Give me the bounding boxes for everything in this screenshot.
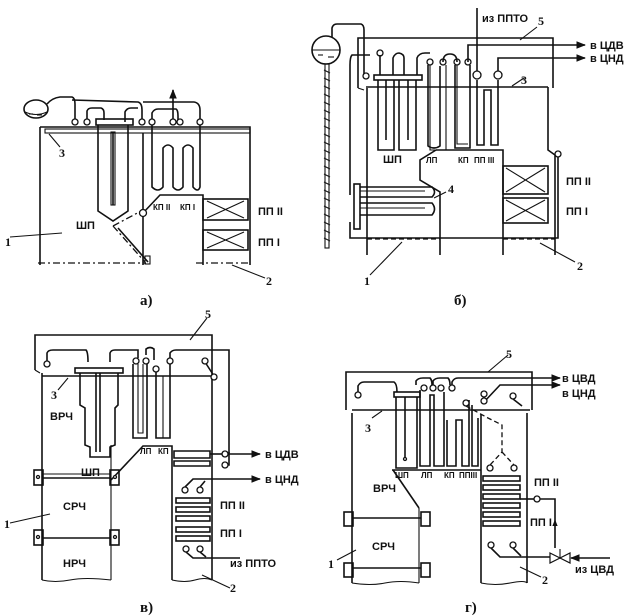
label-2: 2: [577, 259, 583, 273]
caption-a: а): [140, 293, 153, 309]
valve-icon: [549, 549, 571, 564]
label-conv: КП: [158, 447, 169, 456]
label-screen-sh: ШП: [81, 467, 100, 479]
label-reheat-1: ПП I: [258, 237, 280, 249]
label-1: 1: [364, 274, 370, 288]
label-screen-sh: ШП: [395, 471, 409, 480]
label-1: 1: [4, 517, 10, 531]
label-to-cdv: в ЦДВ: [265, 449, 299, 461]
label-mid-rad: СРЧ: [372, 541, 395, 553]
label-reheat-2: ПП II: [534, 477, 559, 489]
panel-g: 5 в ЦВД в ЦНД 3 ШП ЛП КП ППIII ПП II ВРЧ…: [328, 347, 614, 616]
label-reheat-3: ПП III: [474, 156, 494, 165]
label-3: 3: [365, 421, 371, 435]
label-reheat-1: ПП I: [220, 528, 242, 540]
label-3: 3: [59, 146, 65, 160]
label-reheat-2: ПП II: [566, 176, 591, 188]
label-radiant: ЛП: [140, 447, 152, 456]
label-from-ppto: из ППТО: [482, 13, 529, 25]
label-reheat-2: ПП II: [258, 206, 283, 218]
panel-v: 5 3 ВРЧ ЛП КП в ЦДВ ШП в ЦНД СРЧ ПП II 1…: [4, 307, 299, 616]
panel-a: 3 1 2 ШП КП II КП I ПП II ПП I а): [5, 89, 283, 309]
label-reheat-1: ПП I: [530, 517, 552, 529]
label-screen-sh: ШП: [383, 154, 402, 166]
label-conv: КП: [458, 156, 469, 165]
label-radiant: ЛП: [426, 156, 438, 165]
label-5: 5: [538, 14, 544, 28]
label-upper-rad: ВРЧ: [373, 483, 396, 495]
label-to-cvd: в ЦВД: [562, 373, 596, 385]
label-screen-sh: ШП: [76, 220, 95, 232]
label-conv: КП: [444, 471, 455, 480]
label-reheat-3: ППIII: [459, 471, 477, 480]
label-5: 5: [506, 347, 512, 361]
label-conv-2: КП II: [153, 203, 170, 212]
label-1: 1: [5, 235, 11, 249]
label-to-cnd: в ЦНД: [265, 474, 299, 486]
label-2: 2: [542, 573, 548, 587]
label-low-rad: НРЧ: [63, 558, 86, 570]
label-mid-rad: СРЧ: [63, 501, 86, 513]
label-3: 3: [521, 73, 527, 87]
label-to-cnd: в ЦНД: [562, 388, 596, 400]
label-conv-1: КП I: [180, 203, 195, 212]
label-to-cnd: в ЦНД: [590, 53, 624, 65]
label-upper-rad: ВРЧ: [50, 411, 73, 423]
label-radiant: ЛП: [421, 471, 433, 480]
label-3: 3: [51, 388, 57, 402]
label-to-cdv: в ЦДВ: [590, 40, 624, 52]
caption-v: в): [140, 600, 153, 616]
drum-icon: [311, 35, 341, 65]
label-4: 4: [448, 182, 454, 196]
clamp-icon: [343, 511, 431, 578]
caption-g: г): [465, 600, 477, 616]
label-reheat-2: ПП II: [220, 500, 245, 512]
drum-icon: [23, 99, 49, 119]
label-from-ppto: из ППТО: [230, 558, 277, 570]
label-from-cvd: из ЦВД: [575, 564, 614, 576]
label-reheat-1: ПП I: [566, 206, 588, 218]
label-2: 2: [230, 581, 236, 595]
caption-b: б): [454, 293, 467, 309]
label-1: 1: [328, 557, 334, 571]
label-5: 5: [205, 307, 211, 321]
label-2: 2: [266, 274, 272, 288]
panel-b: из ППТО 5 в ЦДВ в ЦНД 3 ШП ЛП КП ПП III …: [311, 8, 624, 309]
